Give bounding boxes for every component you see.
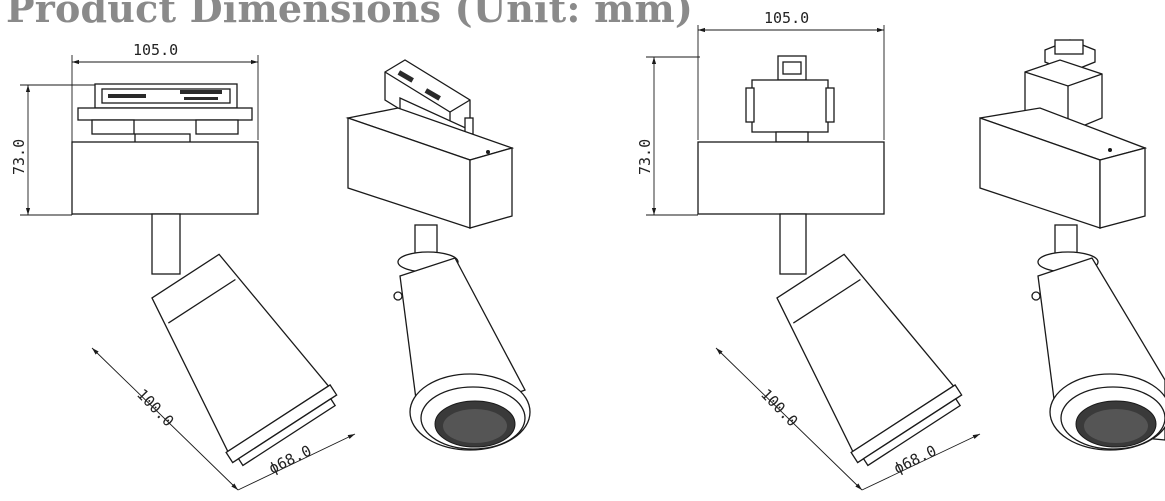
diameter-dimension-label: ϕ68.0 [891, 442, 939, 478]
front-view-2: 105.0 73.0 100.0 ϕ68.0 [636, 9, 981, 491]
diameter-dimension-label: ϕ68.0 [266, 442, 314, 478]
width-dimension-label: 105.0 [133, 41, 178, 59]
height-dimension-label: 73.0 [10, 139, 28, 175]
isometric-view-1 [345, 59, 531, 451]
front-view-1: 105.0 73.0 100.0 ϕ68 [10, 41, 356, 491]
isometric-view-2 [979, 39, 1165, 451]
page-title: Product Dimensions (Unit: mm) [6, 0, 694, 31]
length-dimension-label: 100.0 [133, 385, 177, 430]
length-dimension-label: 100.0 [757, 385, 801, 430]
width-dimension-label: 105.0 [764, 9, 809, 27]
height-dimension-label: 73.0 [636, 139, 654, 175]
